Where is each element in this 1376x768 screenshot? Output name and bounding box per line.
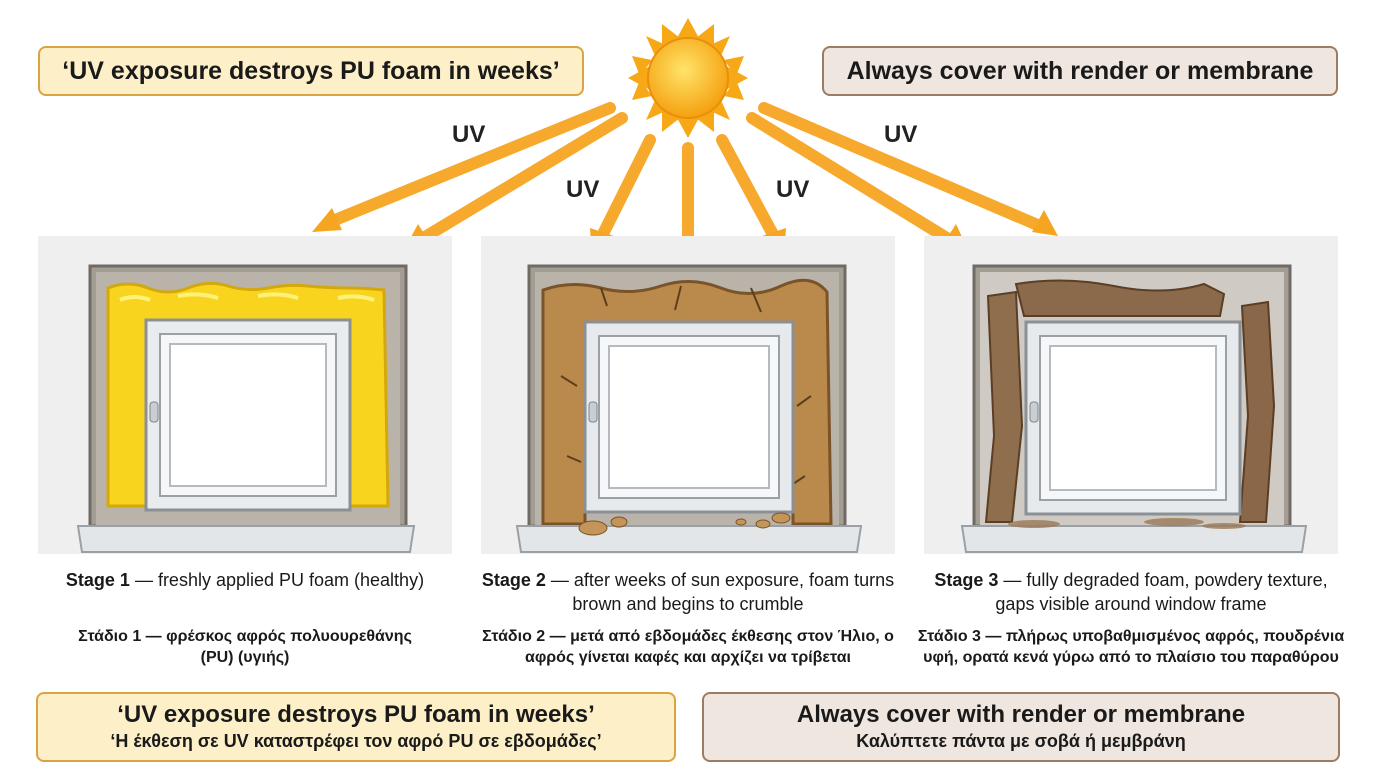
stage-1-caption: Stage 1 — freshly applied PU foam (healt… [38,568,452,592]
stage-3-greek: Στάδιο 3 — πλήρως υποβαθμισμένος αφρός, … [917,628,1345,666]
stage-3-window-drawing [960,264,1308,553]
top-advice-text: Always cover with render or membrane [846,56,1314,85]
uv-label-4: UV [884,121,918,148]
stage-1-greek: Στάδιο 1 — φρέσκος αφρός πολυουρεθάνης (… [78,628,412,666]
stage-2-label: Stage 2 [481,570,546,590]
stage-3-label: Stage 3 [934,570,999,590]
stage-1-text: — freshly applied PU foam (healthy) [129,570,425,590]
sun-rays-illustration [312,18,1058,240]
bottom-advice-banner: Always cover with render or membrane Καλ… [702,692,1340,762]
uv-label-1: UV [452,121,486,148]
top-warning-text: ‘UV exposure destroys PU foam in weeks’ [62,56,560,85]
bottom-advice-text-gr: Καλύπτετε πάντα με σοβά ή μεμβράνη [856,731,1186,751]
stage-1-illustration [38,236,452,554]
stage-1-window-drawing [76,264,416,553]
top-warning-banner: ‘UV exposure destroys PU foam in weeks’ [38,46,584,96]
stage-1-label: Stage 1 [65,570,130,590]
stage-2-greek: Στάδιο 2 — μετά από εβδομάδες έκθεσης στ… [482,628,894,666]
uv-ray-arrows [324,102,1046,240]
sun-icon [628,18,748,138]
uv-label-2: UV [566,176,600,203]
top-advice-banner: Always cover with render or membrane [822,46,1338,96]
bottom-warning-text-en: ‘UV exposure destroys PU foam in weeks’ [117,701,595,728]
stage-2-caption: Stage 2 — after weeks of sun exposure, f… [481,568,895,616]
stage-3-text: — fully degraded foam, powdery texture, … [995,570,1328,614]
stage-3-illustration [924,236,1338,554]
uv-label-3: UV [776,176,810,203]
stage-2-window-drawing [515,264,863,553]
stage-3-caption: Stage 3 — fully degraded foam, powdery t… [924,568,1338,616]
stage-2-text: — after weeks of sun exposure, foam turn… [545,570,895,614]
bottom-warning-banner: ‘UV exposure destroys PU foam in weeks’ … [36,692,676,762]
bottom-warning-text-gr: ‘Η έκθεση σε UV καταστρέφει τον αφρό PU … [110,731,602,751]
stage-2-illustration [481,236,895,554]
bottom-advice-text-en: Always cover with render or membrane [796,701,1246,728]
